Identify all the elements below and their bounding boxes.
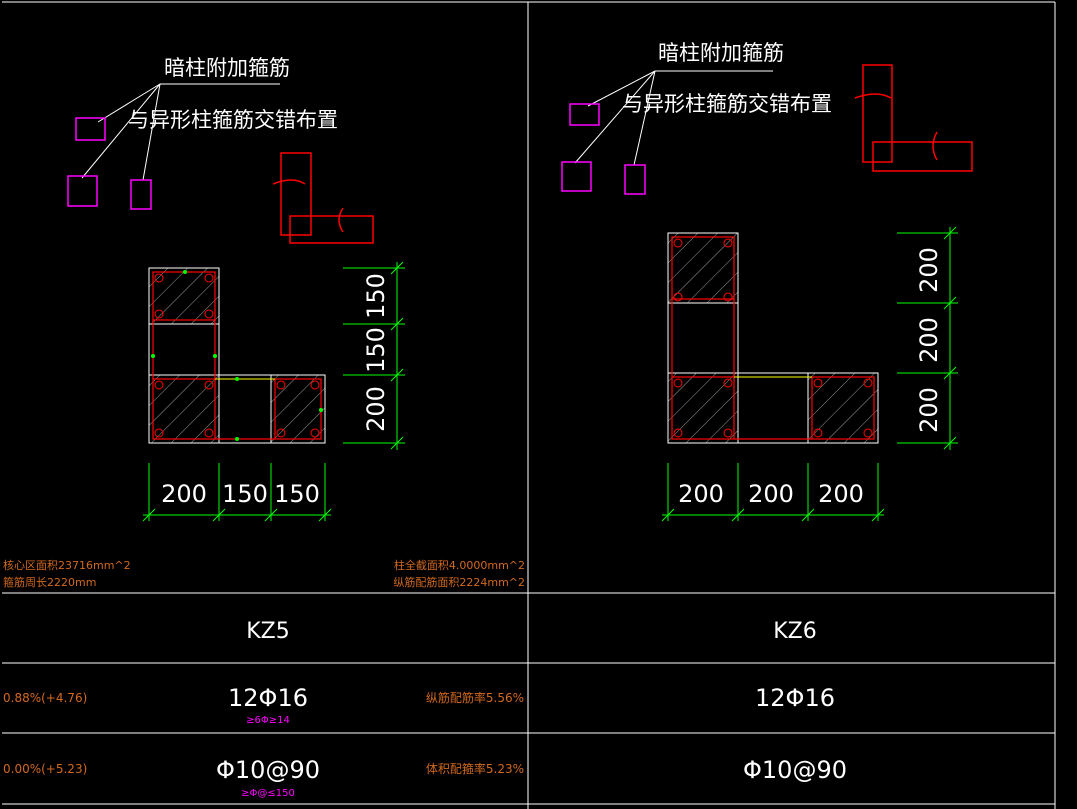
left-annotation-sub: 与异形柱箍筋交错布置 <box>128 108 338 132</box>
left-dim-v-2: 150 <box>362 327 390 373</box>
left-stirrup-note: ≥Φ@≤150 <box>241 788 295 799</box>
left-horizontal-dimension <box>142 463 332 522</box>
table-frame <box>2 1 1056 809</box>
left-info-core-area: 核心区面积23716mm^2 <box>3 558 131 572</box>
left-red-stirrups <box>272 152 374 244</box>
right-dim-h-2: 200 <box>748 480 794 508</box>
left-info-perimeter: 箍筋周长2220mm <box>3 575 96 589</box>
right-dim-v-3: 200 <box>915 387 943 433</box>
left-rebar-ratio: 0.88%(+4.76) <box>3 691 87 705</box>
right-leader-lines <box>574 70 656 166</box>
right-dim-v-2: 200 <box>915 317 943 363</box>
left-rebar-ratio-right: 纵筋配筋率5.56% <box>426 690 524 705</box>
right-column-name: KZ6 <box>773 619 817 644</box>
left-leader-lines <box>81 83 161 181</box>
right-dim-h-3: 200 <box>818 480 864 508</box>
left-column-name: KZ5 <box>246 619 290 644</box>
left-rebar-main: 12Φ16 <box>228 684 308 712</box>
left-annotation-main: 暗柱附加箍筋 <box>164 56 290 80</box>
left-extra-stirrups <box>67 117 152 210</box>
right-rebar-main: 12Φ16 <box>755 684 835 712</box>
left-stirrup-main: Φ10@90 <box>216 756 320 784</box>
left-dim-v-1: 150 <box>362 273 390 319</box>
left-column-section <box>148 267 326 444</box>
left-dim-v-3: 200 <box>362 386 390 432</box>
right-stirrup-main: Φ10@90 <box>743 756 847 784</box>
right-dim-v-1: 200 <box>915 247 943 293</box>
left-dim-h-3: 150 <box>274 480 320 508</box>
left-info-rebar-area: 纵筋配筋面积2224mm^2 <box>393 575 525 589</box>
right-red-stirrups <box>854 64 973 172</box>
left-vertical-dimension <box>343 261 405 450</box>
left-info-full-area: 柱全截面积4.0000mm^2 <box>394 558 525 572</box>
right-annotation-sub: 与异形柱箍筋交错布置 <box>622 92 832 116</box>
right-vertical-dimension <box>897 226 958 450</box>
left-panel: 暗柱附加箍筋 与异形柱箍筋交错布置 <box>3 56 525 799</box>
right-extra-stirrups <box>561 103 646 195</box>
left-dim-h-2: 150 <box>222 480 268 508</box>
left-stirrup-ratio: 0.00%(+5.23) <box>3 762 87 776</box>
left-stirrup-ratio-right: 体积配箍率5.23% <box>426 761 524 776</box>
right-horizontal-dimension <box>661 463 885 522</box>
left-rebar-note: ≥6Φ≥14 <box>246 715 290 726</box>
right-dim-h-1: 200 <box>678 480 724 508</box>
right-column-section <box>667 232 879 444</box>
left-dim-h-1: 200 <box>161 480 207 508</box>
right-annotation-main: 暗柱附加箍筋 <box>658 41 784 65</box>
right-panel: 暗柱附加箍筋 与异形柱箍筋交错布置 <box>561 41 973 784</box>
